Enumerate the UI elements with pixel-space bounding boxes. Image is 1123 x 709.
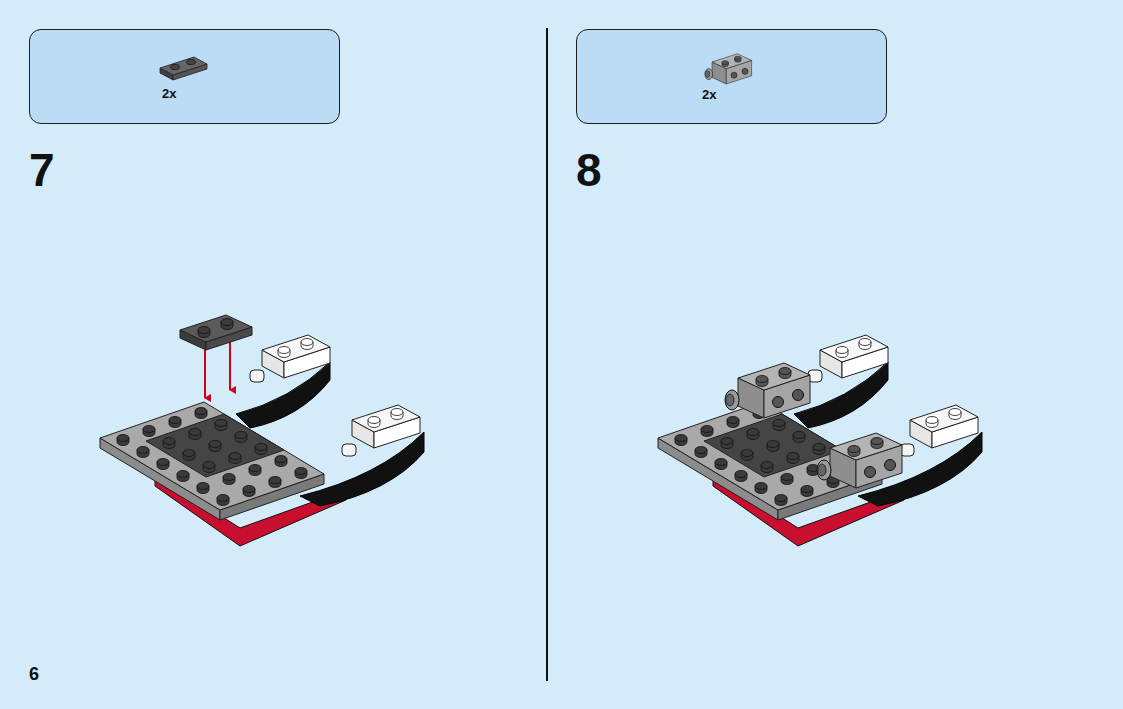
model-step-7: [100, 315, 424, 546]
page-divider: [546, 28, 548, 681]
quantity-text: 2x: [162, 87, 176, 100]
callout-box: 2x: [576, 29, 887, 124]
callout-fill: [576, 29, 887, 124]
part-icon: [160, 57, 207, 80]
callout-box: 2x: [29, 29, 340, 124]
model-step-8: [658, 335, 982, 546]
part-icon: [705, 54, 752, 84]
quantity-text: 2x: [702, 88, 716, 101]
callout-fill: [29, 29, 340, 124]
step-number: 7: [29, 147, 55, 193]
page-number: 6: [29, 665, 39, 683]
step-number: 8: [576, 147, 602, 193]
